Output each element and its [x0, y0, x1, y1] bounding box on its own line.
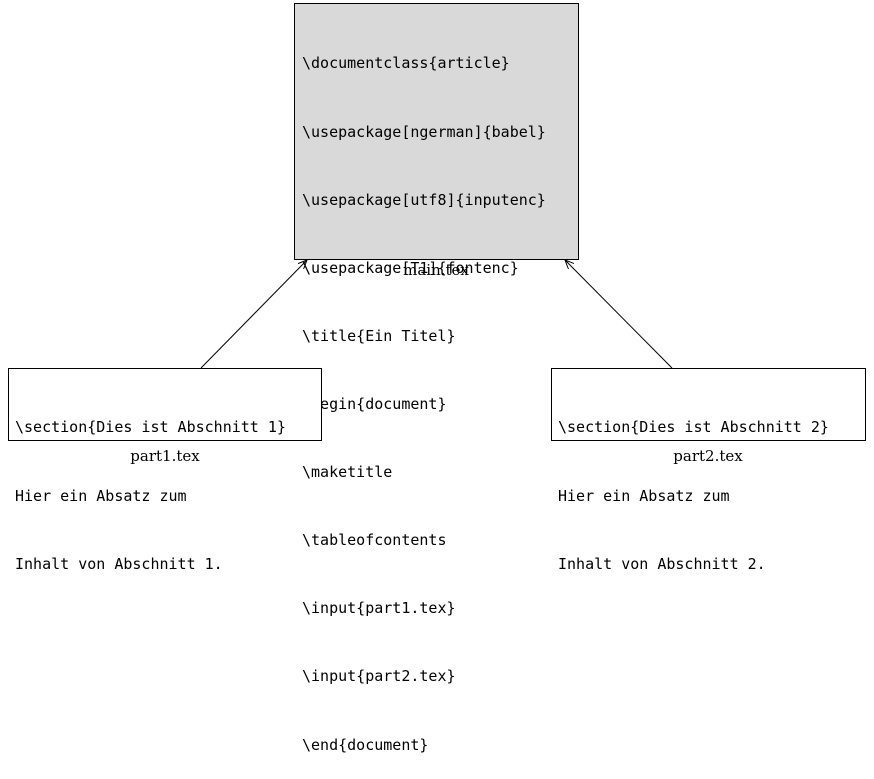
main-code-line: \title{Ein Titel}: [302, 326, 456, 345]
main-code-line: \documentclass{article}: [302, 54, 510, 73]
part1-code-line: Inhalt von Abschnitt 1.: [15, 554, 223, 573]
main-code-line: \maketitle: [302, 463, 393, 482]
part1-code-line: \section{Dies ist Abschnitt 1}: [15, 418, 286, 437]
main-tex-box: \documentclass{article} \usepackage[nger…: [294, 3, 579, 754]
main-code-line: \usepackage[utf8]{inputenc}: [302, 190, 546, 209]
part2-code-line: Hier ein Absatz zum: [558, 486, 730, 505]
main-code-line: \end{document}: [302, 735, 429, 754]
connector-arrows: [200, 0, 673, 369]
main-code-line: \input{part2.tex}: [302, 667, 456, 686]
arrow-part1-to-main: [200, 260, 307, 369]
part2-code-line: \section{Dies ist Abschnitt 2}: [558, 418, 829, 437]
main-code-line: \tableofcontents: [302, 531, 447, 550]
main-tex-caption: main.tex: [403, 261, 469, 279]
main-code-line: \begin{document}: [302, 394, 447, 413]
part1-code-line: Hier ein Absatz zum: [15, 486, 187, 505]
part2-tex-caption: part2.tex: [673, 447, 743, 465]
part2-tex-box: \section{Dies ist Abschnitt 2} Hier ein …: [551, 368, 866, 573]
main-code-line: \usepackage[T1]{fontenc}: [302, 258, 519, 277]
main-code-line: \input{part1.tex}: [302, 599, 456, 618]
part2-code-line: Inhalt von Abschnitt 2.: [558, 554, 766, 573]
arrow-part2-to-main: [565, 260, 673, 369]
part1-tex-box: \section{Dies ist Abschnitt 1} Hier ein …: [8, 368, 322, 573]
part1-tex-caption: part1.tex: [130, 447, 200, 465]
main-code-line: \usepackage[ngerman]{babel}: [302, 122, 546, 141]
